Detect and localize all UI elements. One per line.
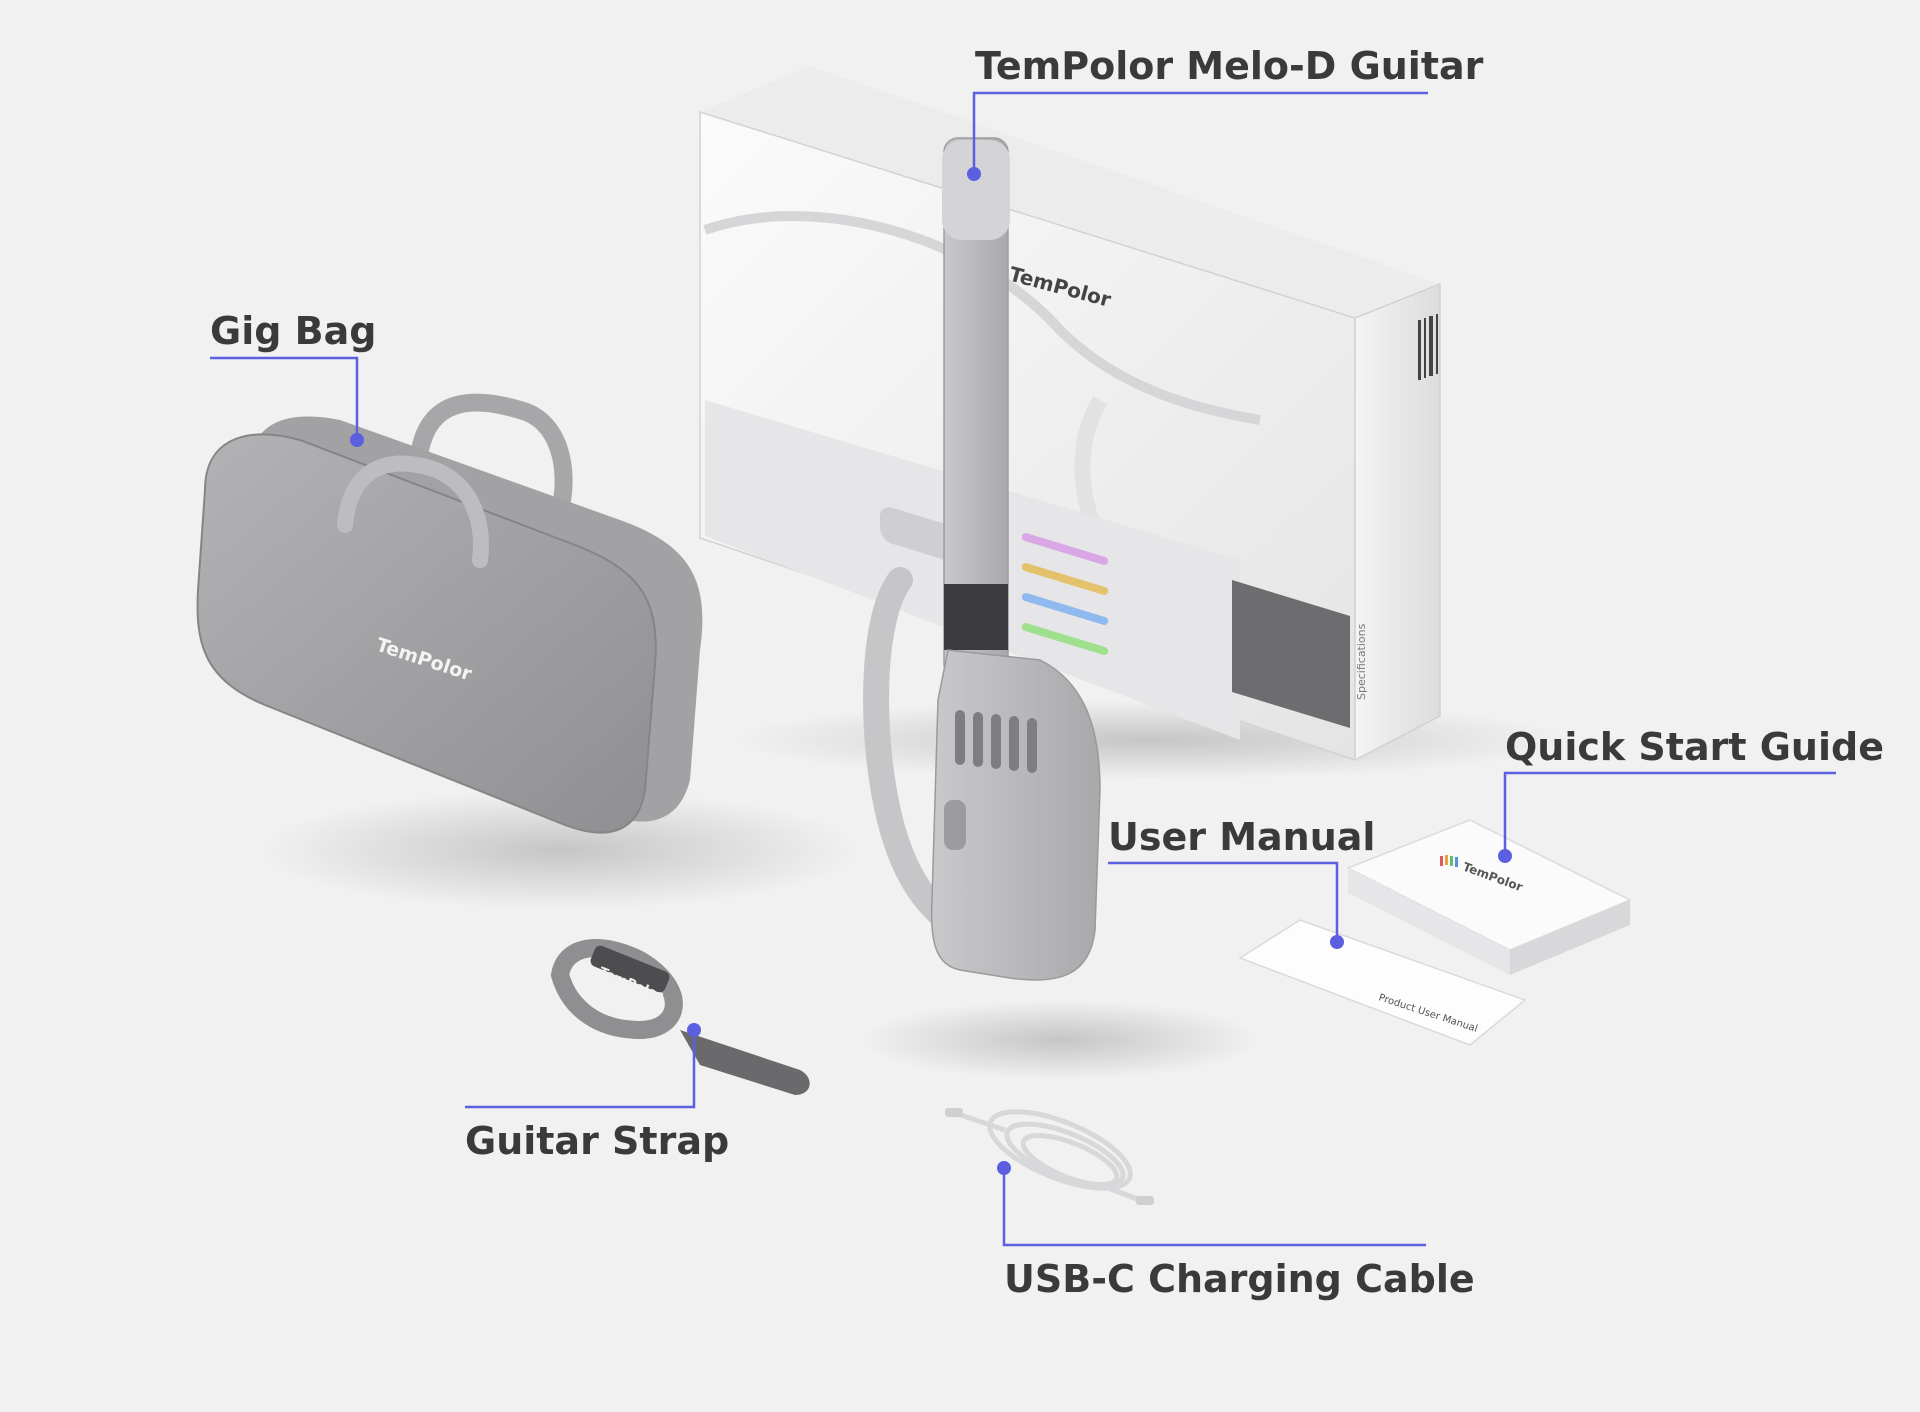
guitar-neck-joint [944, 584, 1008, 650]
callout-line-user-manual [1108, 861, 1339, 942]
box-print-fret-lights [1021, 533, 1109, 655]
guitar-speaker-grille [955, 710, 1037, 773]
box-side-text: Specifications [1355, 623, 1368, 700]
label-gig-bag: Gig Bag [210, 309, 377, 353]
callout-dot-cable [997, 1161, 1011, 1175]
callout-dot-guitar [967, 167, 981, 181]
box-print-curve [703, 211, 1261, 425]
guitar-shadow [860, 1000, 1260, 1080]
label-guitar-strap: Guitar Strap [465, 1119, 730, 1163]
callout-line-guitar [972, 91, 1428, 172]
callout-line-strap [465, 1030, 696, 1109]
label-quick-start-guide: Quick Start Guide [1505, 725, 1884, 769]
bag-handle-back [411, 393, 573, 519]
usb-c-charging-cable [945, 1108, 1154, 1205]
guitar-strap: TemPolor [550, 939, 810, 1095]
melo-d-guitar [863, 137, 1101, 981]
box-side [1354, 282, 1441, 762]
box-shadow [730, 700, 1570, 780]
callout-dot-quick-start [1498, 849, 1512, 863]
guide-logo-icon [1440, 855, 1458, 867]
gig-bag: TemPolor [196, 393, 703, 834]
guitar-control-knob [944, 800, 966, 850]
guitar-headstock [942, 140, 1010, 240]
callout-line-cable [1002, 1168, 1426, 1247]
callout-line-quick-start [1503, 771, 1836, 856]
packaging-box: Specifications TemPolor [699, 66, 1441, 762]
box-top [700, 66, 1440, 318]
callout-dot-strap [687, 1023, 701, 1037]
callout-dot-gig-bag [350, 433, 364, 447]
callout-line-gig-bag [210, 356, 359, 440]
label-usb-c-cable: USB-C Charging Cable [1004, 1257, 1475, 1301]
label-guitar: TemPolor Melo-D Guitar [975, 44, 1484, 88]
bag-shadow [260, 790, 860, 910]
box-print-panel [1232, 580, 1350, 728]
callout-dots [350, 167, 1512, 1175]
label-user-manual: User Manual [1108, 815, 1376, 859]
bag-front [196, 433, 657, 834]
barcode-icon [1418, 314, 1438, 380]
callout-dot-user-manual [1330, 935, 1344, 949]
callout-lines [210, 91, 1836, 1247]
quick-start-guide-box: TemPolor [1346, 819, 1632, 975]
bag-handle-front [337, 455, 489, 568]
